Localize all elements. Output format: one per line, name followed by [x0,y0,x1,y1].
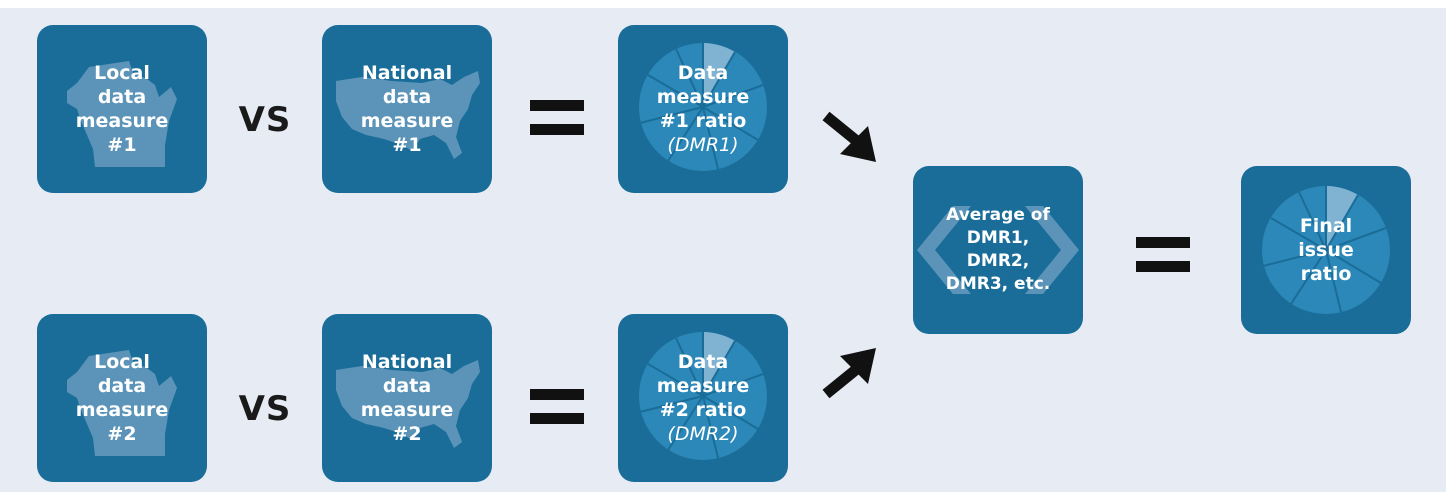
equals-operator-1 [530,100,584,148]
equals-operator-3 [1136,237,1190,285]
pie-wheel-icon [639,43,767,171]
national-data-box-1: National data measure #1 [322,25,492,193]
wisconsin-map-icon [67,350,177,456]
data-measure-ratio-box-2: Data measure #2 ratio (DMR2) [618,314,788,482]
data-measure-ratio-label-2: Data measure #2 ratio (DMR2) [656,351,750,445]
final-issue-ratio-box: Final issue ratio [1241,166,1411,334]
chevrons-icon [917,206,1079,294]
usa-map-icon [336,360,480,448]
final-issue-ratio-label: Final issue ratio [1298,215,1354,285]
arrow-up-right-icon [822,348,876,399]
national-data-box-2: National data measure #2 [322,314,492,482]
pie-wheel-icon [639,332,767,460]
vs-operator-2: VS [238,389,292,429]
pie-wheel-icon [1262,186,1390,314]
national-data-label-2: National data measure #2 [360,351,454,445]
data-measure-ratio-box-1: Data measure #1 ratio (DMR1) [618,25,788,193]
average-label: Average of DMR1, DMR2, DMR3, etc. [945,205,1051,294]
equals-operator-2 [530,389,584,437]
national-data-label-1: National data measure #1 [360,62,454,156]
local-data-label-2: Local data measure #2 [75,351,169,445]
arrow-down-right-icon [822,111,876,162]
local-data-label-1: Local data measure #1 [75,62,169,156]
local-data-box-2: Local data measure #2 [37,314,207,482]
diagram-canvas: Local data measure #1 VS National data m… [0,8,1446,492]
average-box: Average of DMR1, DMR2, DMR3, etc. [913,166,1083,334]
local-data-box-1: Local data measure #1 [37,25,207,193]
wisconsin-map-icon [67,61,177,167]
vs-operator-1: VS [238,100,292,140]
usa-map-icon [336,71,480,159]
data-measure-ratio-label-1: Data measure #1 ratio (DMR1) [656,62,750,156]
